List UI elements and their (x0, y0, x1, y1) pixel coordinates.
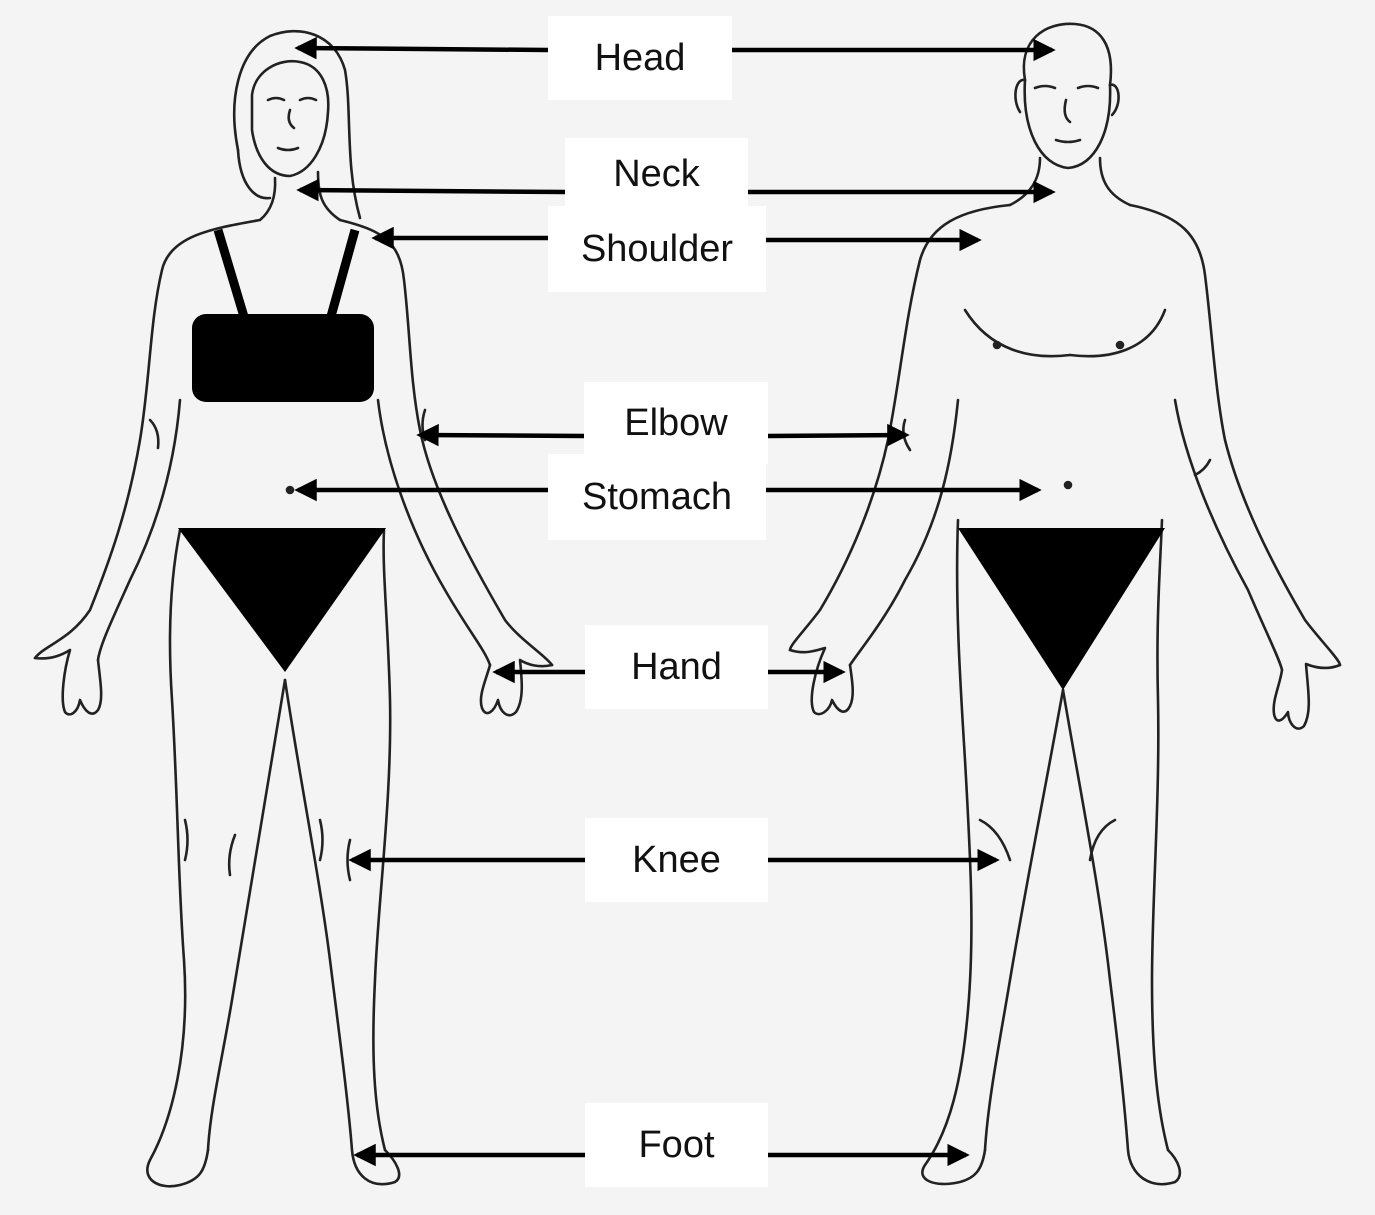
label-foot: Foot (585, 1103, 768, 1187)
label-shoulder-text: Shoulder (581, 228, 733, 271)
label-hand: Hand (585, 625, 768, 709)
elbow-arrow-right (768, 435, 906, 436)
label-neck-text: Neck (613, 153, 700, 196)
label-knee: Knee (585, 818, 768, 902)
label-shoulder: Shoulder (548, 206, 766, 292)
neck-arrow-left (300, 190, 565, 192)
label-head-text: Head (595, 37, 686, 80)
label-knee-text: Knee (632, 839, 721, 882)
female-top-censor (192, 230, 374, 402)
label-head: Head (548, 16, 732, 100)
male-bottom-censor (958, 528, 1165, 690)
label-stomach-text: Stomach (582, 476, 732, 519)
label-elbow: Elbow (584, 382, 768, 464)
label-hand-text: Hand (631, 646, 722, 689)
label-elbow-text: Elbow (624, 402, 728, 445)
head-arrow-left (298, 48, 548, 50)
female-bottom-censor (178, 528, 386, 672)
label-foot-text: Foot (638, 1124, 714, 1167)
elbow-arrow-left (420, 435, 584, 436)
label-neck: Neck (565, 138, 748, 210)
label-stomach: Stomach (548, 454, 766, 540)
